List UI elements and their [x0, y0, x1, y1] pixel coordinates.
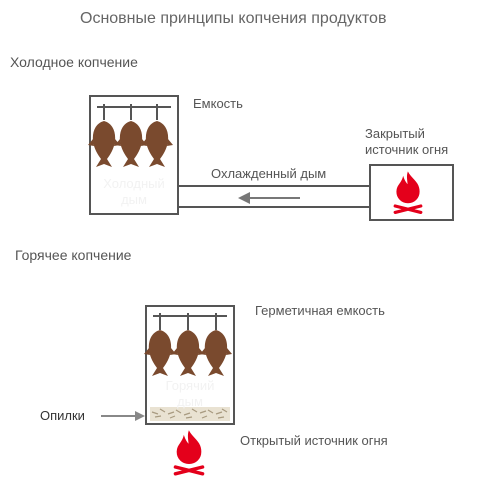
- cold-container-label: Емкость: [193, 96, 243, 111]
- fire-icon: [173, 429, 205, 476]
- hot-smoke-label-line2: дым: [177, 394, 203, 409]
- hot-section-label: Горячее копчение: [15, 247, 132, 263]
- sawdust-label: Опилки: [40, 408, 85, 423]
- hot-container-label: Герметичная емкость: [255, 303, 385, 318]
- hot-smoke-label-line1: Горячий: [165, 378, 215, 393]
- closed-fire-label: Закрытый источник огня: [365, 126, 448, 158]
- cold-smoke-label-line2: дым: [121, 192, 147, 207]
- cooled-smoke-label: Охлажденный дым: [211, 166, 327, 181]
- closed-fire-label-line2: источник огня: [365, 142, 449, 157]
- closed-fire-label-line1: Закрытый: [365, 126, 425, 141]
- page-title: Основные принципы копчения продуктов: [80, 10, 387, 27]
- cold-smoke-label: Холодный дым: [92, 176, 176, 208]
- cold-smoke-label-line1: Холодный: [103, 176, 165, 191]
- sawdust-layer: [150, 407, 230, 421]
- cold-section-label: Холодное копчение: [10, 54, 138, 70]
- hot-smoke-label: Горячий дым: [148, 378, 232, 410]
- open-fire-label: Открытый источник огня: [240, 433, 388, 448]
